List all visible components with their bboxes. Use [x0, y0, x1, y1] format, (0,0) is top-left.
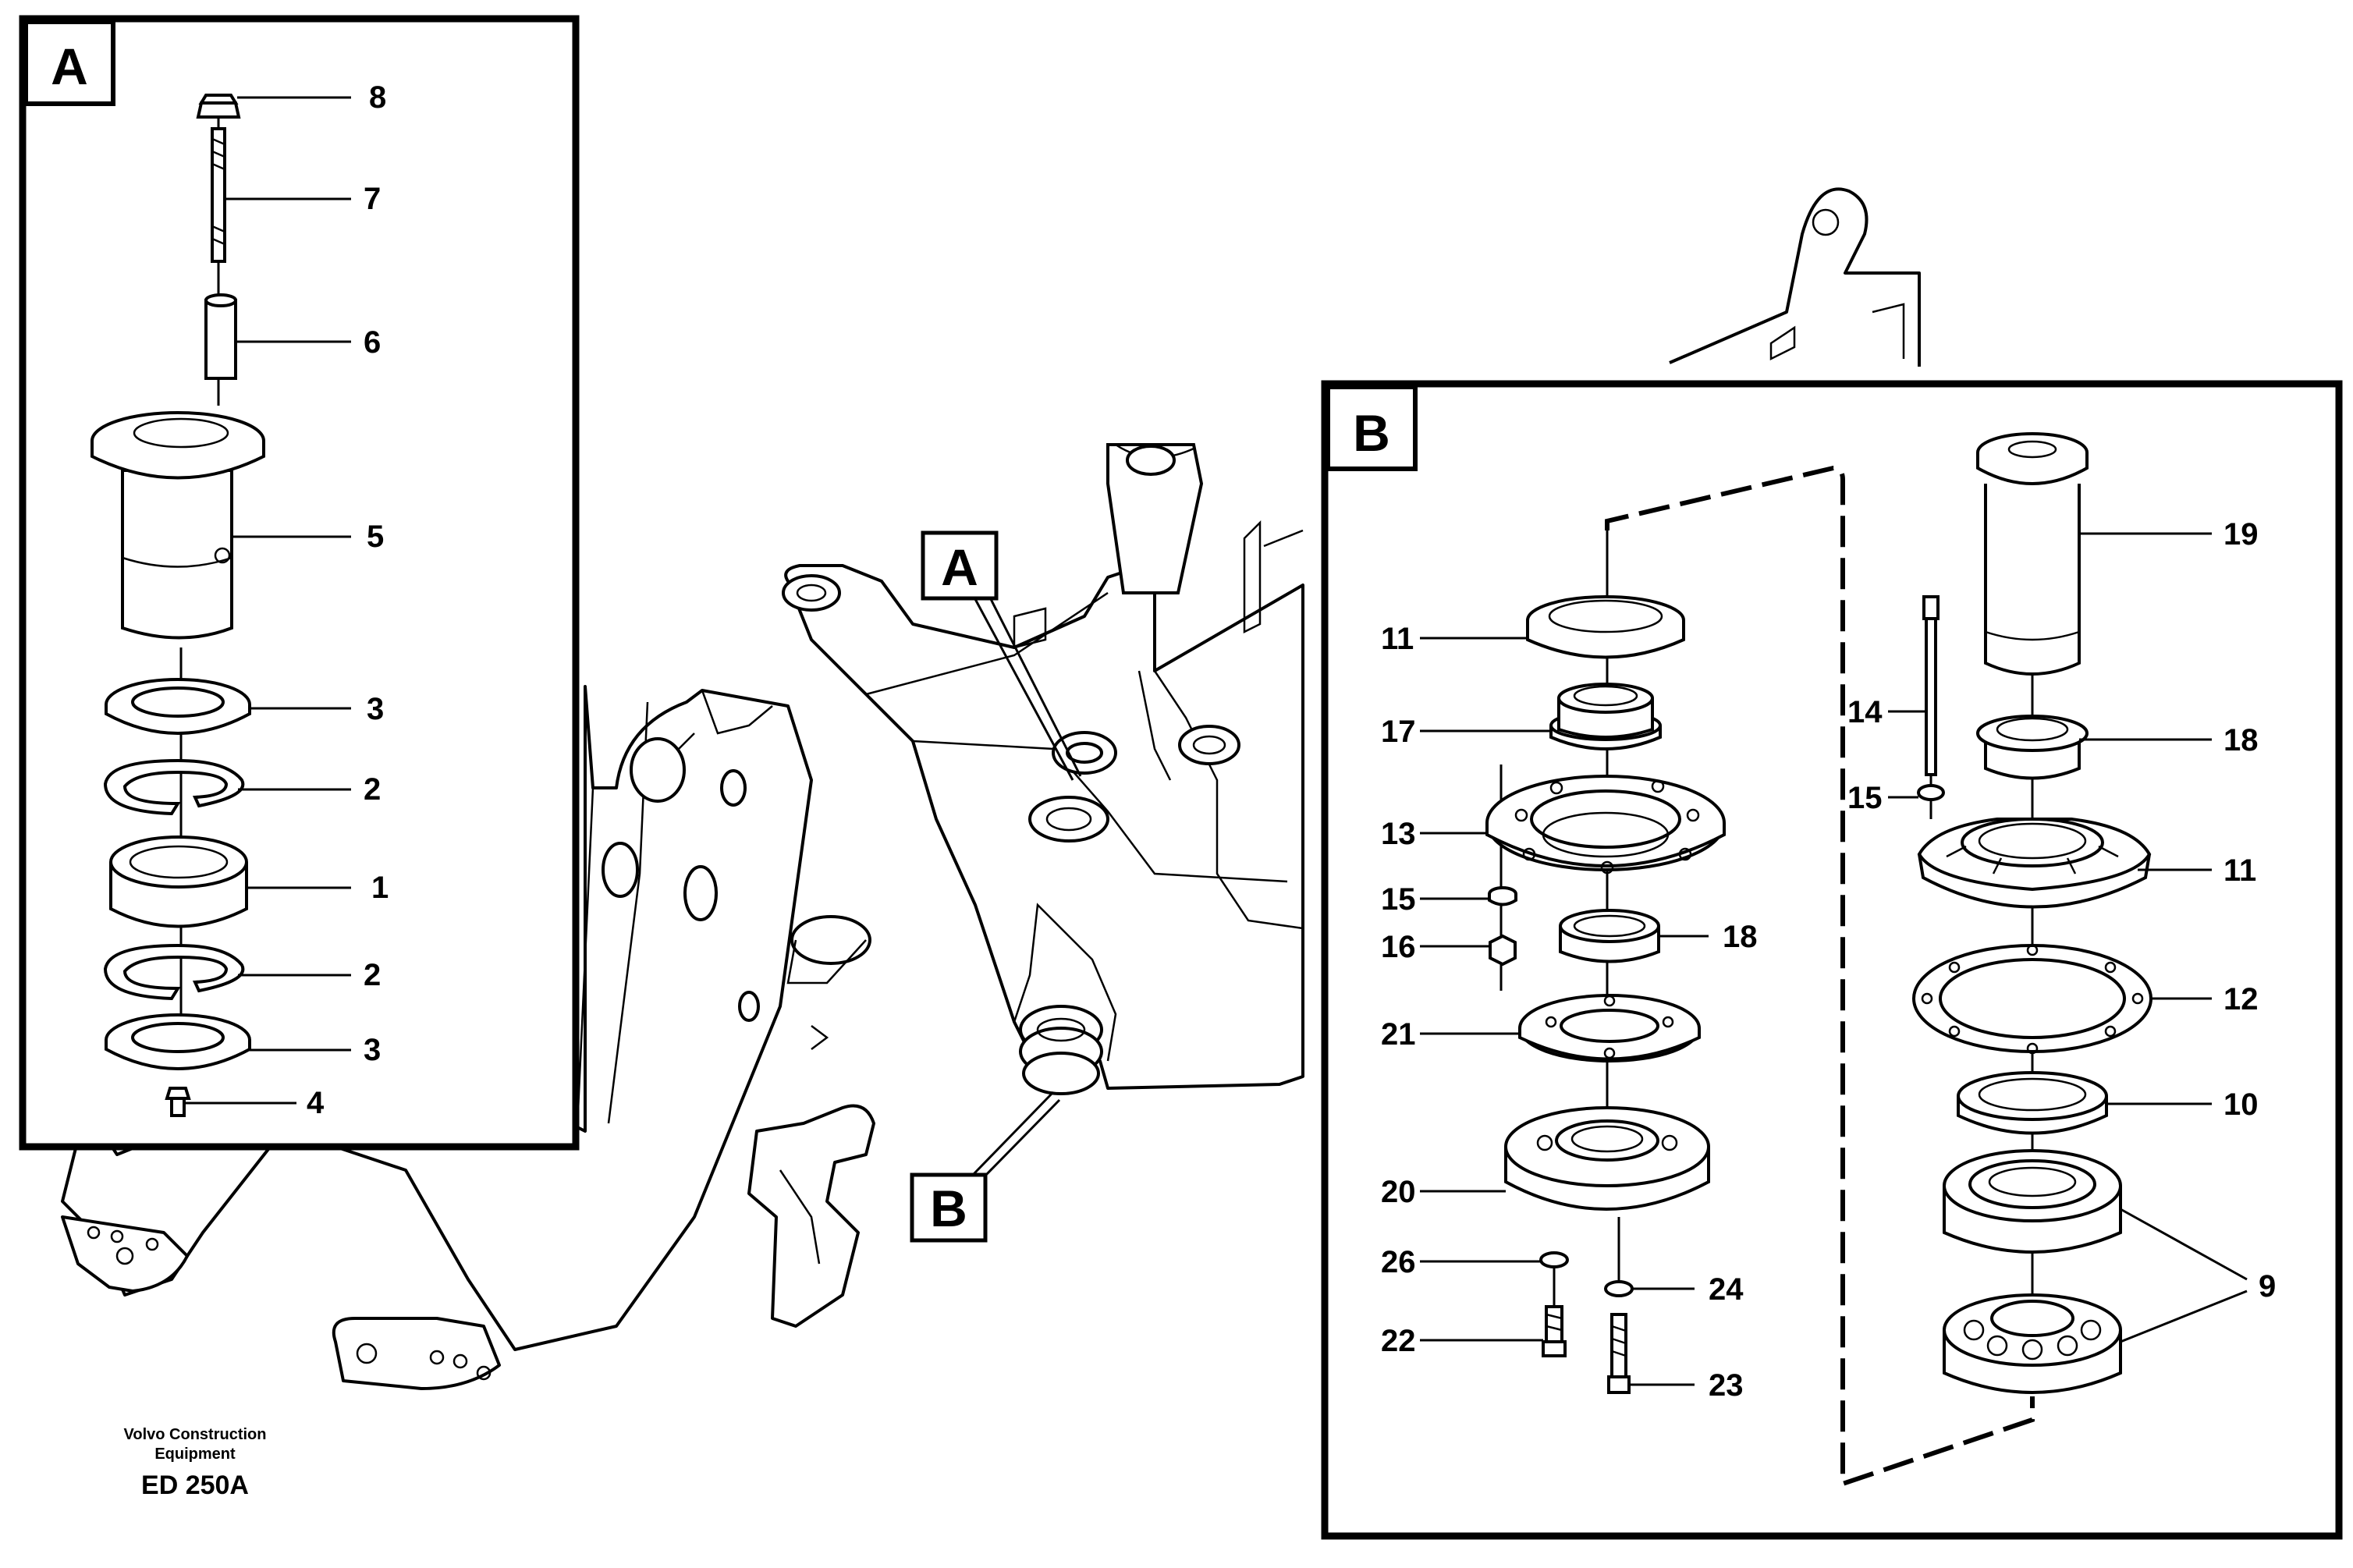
callout-b-16: 16 [1381, 930, 1416, 964]
panel-a-tag: A [51, 37, 88, 95]
drawing-footer: Volvo Construction Equipment ED 250A [124, 1426, 267, 1500]
callout-b-9: 9 [2259, 1269, 2276, 1304]
callout-a-2b: 2 [364, 958, 381, 992]
callout-b-11: 11 [1381, 622, 1414, 656]
callout-a-2: 2 [364, 772, 381, 807]
callout-b-19: 19 [2223, 517, 2259, 552]
company-name-line2: Equipment [154, 1446, 236, 1463]
drawing-code: ED 250A [141, 1470, 249, 1500]
callout-a-4: 4 [307, 1086, 325, 1120]
detail-panel-b: B [1321, 380, 2343, 1540]
callout-b-21: 21 [1381, 1017, 1416, 1052]
detail-panel-a: A [19, 15, 580, 1151]
callout-b-26: 26 [1381, 1245, 1416, 1279]
callout-b-22: 22 [1381, 1324, 1416, 1358]
callout-b-17: 17 [1381, 715, 1416, 749]
callout-a-8: 8 [369, 80, 386, 115]
callout-b-13: 13 [1381, 817, 1416, 851]
panel-b-tag: B [1353, 404, 1390, 462]
callout-a-5: 5 [367, 520, 384, 554]
callout-b-12: 12 [2223, 982, 2259, 1016]
callout-b-15r: 15 [1847, 781, 1883, 815]
svg-text:B: B [930, 1180, 967, 1237]
callout-a-1: 1 [371, 871, 389, 905]
callout-b-15: 15 [1381, 882, 1416, 917]
company-name-line1: Volvo Construction [124, 1426, 267, 1443]
callout-a-3b: 3 [364, 1033, 381, 1067]
machine-frame-drawing [61, 187, 1921, 1390]
callout-b-24: 24 [1709, 1272, 1744, 1307]
callout-a-6: 6 [364, 325, 381, 360]
callout-b-11r: 11 [2223, 853, 2256, 888]
frame-tag-a: A [921, 530, 1082, 781]
callout-b-18r: 18 [2223, 723, 2259, 757]
callout-b-23: 23 [1709, 1368, 1744, 1403]
callout-b-18: 18 [1723, 920, 1758, 954]
callout-b-10: 10 [2223, 1087, 2259, 1122]
callout-a-3: 3 [367, 692, 384, 726]
callout-b-14: 14 [1847, 695, 1883, 729]
frame-tag-b: B [910, 1091, 1061, 1243]
callout-a-7: 7 [364, 182, 381, 216]
svg-text:A: A [941, 538, 978, 596]
callout-b-20: 20 [1381, 1175, 1416, 1209]
